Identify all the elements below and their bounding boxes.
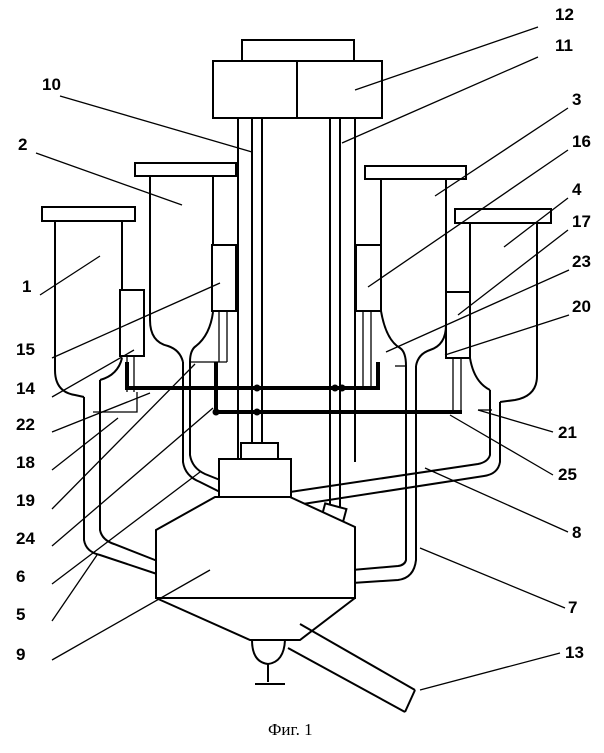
vessel-4-right-wall <box>500 223 537 402</box>
leader-8 <box>425 468 568 532</box>
label-14: 14 <box>16 379 35 398</box>
junction-dot <box>254 385 261 392</box>
label-19: 19 <box>16 491 35 510</box>
outlet-13-end <box>405 690 415 712</box>
pipe-5-inner <box>100 380 160 562</box>
upper-housing <box>219 459 291 497</box>
vessel-3-right-wall <box>416 179 446 366</box>
label-17: 17 <box>572 212 591 231</box>
leader-17 <box>458 230 568 315</box>
coupling <box>241 443 278 459</box>
valve-16 <box>356 245 381 311</box>
pipe-7-left <box>352 366 406 570</box>
leader-5 <box>52 555 97 621</box>
drain-bulb <box>252 640 285 664</box>
vessel-1-cap <box>42 207 135 221</box>
junction-dot <box>254 409 261 416</box>
label-23: 23 <box>572 252 591 271</box>
label-12: 12 <box>555 5 574 24</box>
label-24: 24 <box>16 529 35 548</box>
label-9: 9 <box>16 645 25 664</box>
label-4: 4 <box>572 180 582 199</box>
leader-12 <box>355 27 538 90</box>
leader-9 <box>52 570 210 660</box>
label-22: 22 <box>16 415 35 434</box>
vessel-4-cap <box>455 209 551 223</box>
vessel-2-bottom <box>190 312 213 362</box>
label-1: 1 <box>22 277 31 296</box>
vessel-1-left-wall <box>55 221 84 397</box>
label-7: 7 <box>568 598 577 617</box>
motor-cap <box>242 40 354 61</box>
pipe-8-lower <box>290 402 500 506</box>
label-21: 21 <box>558 423 577 442</box>
leader-14 <box>52 350 134 397</box>
vessel-3-bottom <box>381 311 406 366</box>
label-11: 11 <box>555 36 573 55</box>
outlet-13-top <box>300 624 415 690</box>
leader-13 <box>420 653 560 690</box>
label-2: 2 <box>18 135 27 154</box>
label-10: 10 <box>42 75 61 94</box>
leader-1 <box>40 256 100 295</box>
valve-15 <box>212 245 236 311</box>
label-13: 13 <box>565 643 584 662</box>
leader-19 <box>52 364 195 509</box>
junction-dot <box>339 385 346 392</box>
figure-caption: Фиг. 1 <box>268 720 313 739</box>
leader-2 <box>36 153 182 205</box>
label-25: 25 <box>558 465 577 484</box>
label-6: 6 <box>16 567 25 586</box>
valve-14 <box>120 290 144 356</box>
reactor-cone <box>156 598 355 640</box>
pipe-8-upper <box>290 390 490 492</box>
leader-23 <box>386 270 569 352</box>
label-8: 8 <box>572 523 581 542</box>
junction-dot <box>332 385 339 392</box>
label-16: 16 <box>572 132 591 151</box>
vessel-1-bottom <box>100 358 122 380</box>
label-5: 5 <box>16 605 25 624</box>
vessel-3-cap <box>365 166 466 179</box>
label-15: 15 <box>16 340 35 359</box>
junction-dot <box>213 409 220 416</box>
vessel-2-cap <box>135 163 236 176</box>
label-20: 20 <box>572 297 591 316</box>
reactor-9 <box>156 497 355 598</box>
label-3: 3 <box>572 90 581 109</box>
outlet-13-bottom <box>288 648 405 712</box>
leader-7 <box>420 548 565 608</box>
vessel-4-bottom <box>470 358 490 390</box>
leader-3 <box>435 108 568 196</box>
label-18: 18 <box>16 453 35 472</box>
